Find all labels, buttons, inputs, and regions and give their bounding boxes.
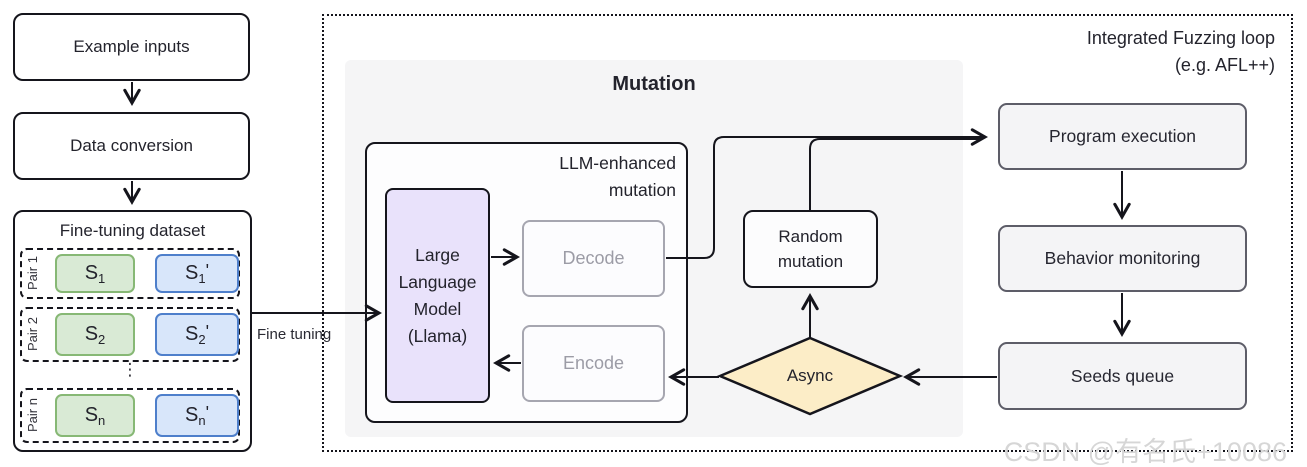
watermark: CSDN @有名氏+10086 (1003, 437, 1287, 467)
pair-1-label: Pair 1 (25, 256, 40, 291)
llm-enhanced-mutation-label: LLM-enhanced mutation (559, 150, 676, 204)
pair-n-src-sub: n (98, 413, 106, 428)
pair-n-dst-sub: n (198, 413, 206, 428)
program-execution-label: Program execution (1049, 126, 1196, 146)
random-mutation-text: Random mutation (778, 224, 843, 274)
llm-text-line2: Language (398, 271, 477, 292)
fuzzing-loop-title-line1: Integrated Fuzzing loop (1086, 28, 1275, 48)
llm-text-line4: (Llama) (407, 325, 468, 346)
llm-node-text: Large Language Model (Llama) (399, 242, 477, 350)
pair-2-dst-sub: 2 (198, 332, 206, 347)
behavior-monitoring-label: Behavior monitoring (1044, 248, 1201, 268)
encode-label: Encode (562, 353, 625, 373)
random-mutation-line1: Random (778, 227, 843, 246)
integrated-fuzzing-loop-container: Integrated Fuzzing loop (e.g. AFL++) (322, 14, 1293, 452)
program-execution-node: Program execution (998, 103, 1247, 170)
llm-enhanced-label-line2: mutation (608, 180, 676, 200)
decode-label: Decode (562, 248, 625, 268)
pair-2-src-sub: 2 (98, 332, 106, 347)
llm-enhanced-label-line1: LLM-enhanced (559, 153, 676, 173)
seeds-queue-label: Seeds queue (1070, 365, 1175, 386)
mutation-panel-title: Mutation (612, 73, 696, 95)
pair-n-label: Pair n (25, 398, 40, 433)
pairs-ellipsis: ⋮ (121, 360, 139, 379)
fine-tuning-arrow-label: Fine tuning (257, 326, 332, 343)
example-inputs-label: Example inputs (73, 37, 190, 56)
random-mutation-node: Random mutation (743, 210, 878, 288)
pair-2-label: Pair 2 (25, 317, 40, 352)
llm-text-line1: Large (415, 244, 460, 265)
pair-1-dst-base: S (184, 262, 199, 284)
random-mutation-line2: mutation (777, 252, 844, 271)
pair-2-dst-base: S (184, 323, 199, 345)
pair-n-dst-base: S (184, 404, 199, 426)
pair-n-src-base: S (84, 404, 99, 426)
pair-2-dst-prime: ' (205, 322, 209, 342)
async-label: Async (786, 366, 834, 385)
behavior-monitoring-node: Behavior monitoring (998, 225, 1247, 292)
pair-1-dst-sub: 1 (198, 271, 206, 286)
fuzzing-loop-title-line2: (e.g. AFL++) (1174, 55, 1275, 75)
pair-n-dst-prime: ' (205, 403, 209, 423)
fine-tuning-dataset-title: Fine-tuning dataset (59, 221, 206, 240)
pair-1-src-base: S (84, 262, 99, 284)
example-inputs-node: Example inputs (13, 13, 250, 81)
integrated-fuzzing-loop-title: Integrated Fuzzing loop (e.g. AFL++) (1087, 25, 1275, 79)
data-conversion-node: Data conversion (13, 112, 250, 180)
data-conversion-label: Data conversion (70, 136, 193, 155)
pair-1-dst-prime: ' (205, 261, 209, 281)
pair-1-src-sub: 1 (98, 271, 106, 286)
decode-node: Decode (522, 220, 665, 297)
seeds-queue-node: Seeds queue (998, 342, 1247, 410)
encode-node: Encode (522, 325, 665, 402)
pair-2-src-base: S (84, 323, 99, 345)
llm-text-line3: Model (413, 298, 462, 319)
large-language-model-node: Large Language Model (Llama) (385, 188, 490, 403)
